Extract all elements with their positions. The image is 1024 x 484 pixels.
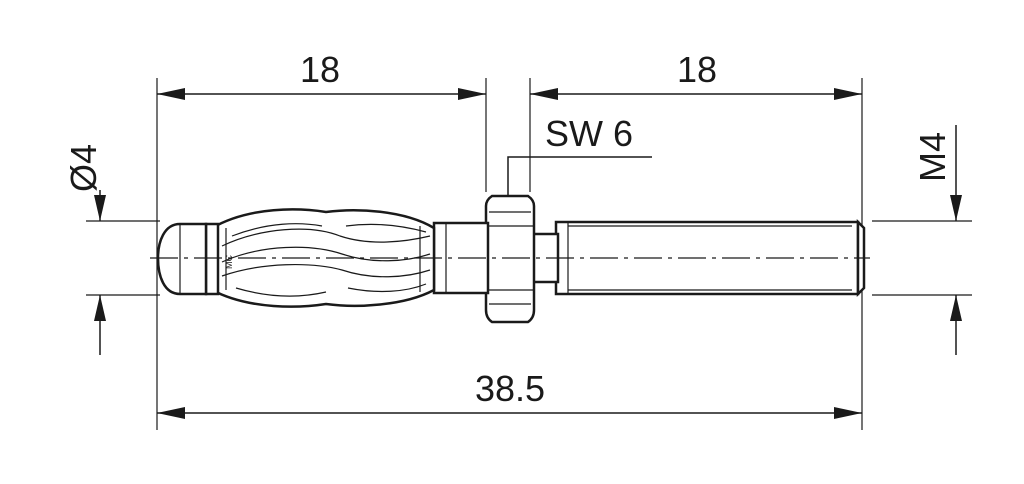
hex-nut (484, 194, 536, 324)
dimension-top-left: 18 (157, 49, 486, 100)
manufacturer-marking: MC (224, 255, 234, 269)
dimension-diameter: Ø4 (63, 144, 160, 355)
dimension-thread: M4 (872, 125, 972, 355)
total-length-label: 38.5 (475, 368, 545, 409)
dimension-label-top-right: 18 (677, 49, 717, 90)
dimension-total-length: 38.5 (157, 368, 862, 419)
lamella-spring (210, 208, 436, 308)
banana-plug-part: MC (150, 194, 870, 324)
thread-label: M4 (912, 132, 953, 182)
wrench-size-callout: SW 6 (507, 113, 652, 196)
dimension-top-right: 18 (530, 49, 862, 100)
dimension-label-top-left: 18 (300, 49, 340, 90)
diameter-label: Ø4 (63, 144, 104, 192)
wrench-size-label: SW 6 (545, 113, 633, 154)
plug-tip (156, 222, 220, 296)
